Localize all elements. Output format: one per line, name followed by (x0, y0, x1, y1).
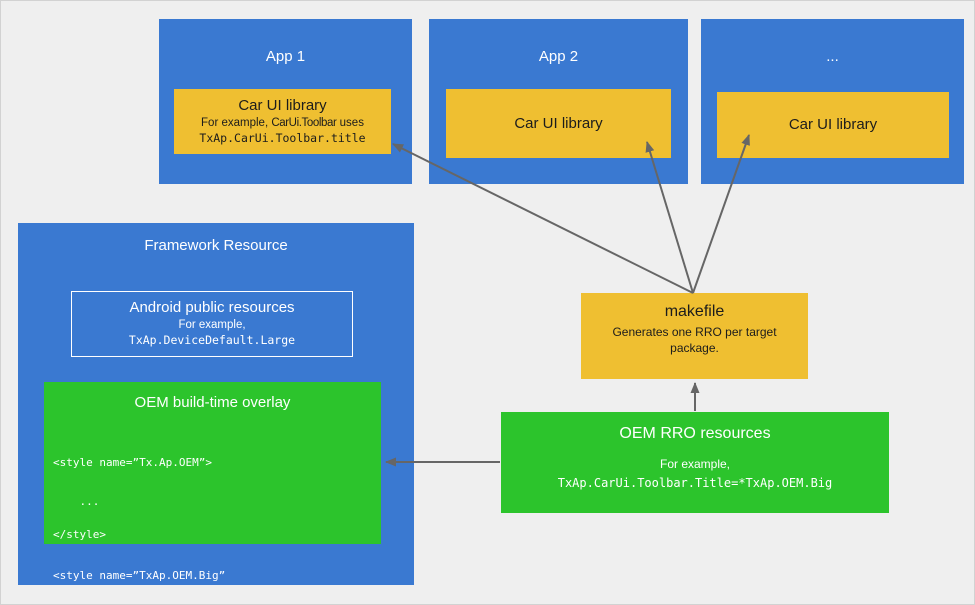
oem-rro-resources-box: OEM RRO resources For example, TxAp.CarU… (501, 412, 889, 513)
app1-title: App 1 (265, 48, 306, 65)
makefile-box: makefile Generates one RRO per target pa… (581, 293, 808, 379)
app1-box: App 1 Car UI library For example, CarUi.… (159, 19, 412, 184)
framework-resource-title: Framework Resource (144, 237, 288, 254)
code-line: parent=”TxAp.OEM”> (53, 603, 377, 604)
app-ellipsis-box: ... Car UI library (701, 19, 964, 184)
app-ellipsis-title: ... (826, 48, 839, 65)
code-line: <style name=”TxAp.OEM.Big” (53, 569, 226, 582)
oem-rro-resources-example-code: TxAp.CarUi.Toolbar.Title=*TxAp.OEM.Big (557, 476, 833, 490)
oem-rro-resources-example-label: For example, (659, 457, 731, 471)
app2-title: App 2 (538, 48, 579, 65)
android-public-resources-example-label: For example, (178, 319, 246, 331)
app2-car-ui-library-box: Car UI library (446, 89, 671, 158)
app1-car-ui-library-title: Car UI library (238, 97, 327, 114)
oem-build-time-overlay-box: OEM build-time overlay <style name=”Tx.A… (44, 382, 381, 604)
code-line: ... (53, 495, 100, 508)
framework-resource-box: Framework Resource Android public resour… (18, 223, 414, 604)
app2-box: App 2 Car UI library (429, 19, 688, 184)
app2-car-ui-library-title: Car UI library (514, 114, 603, 132)
app1-car-ui-library-box: Car UI library For example, CarUi.Toolba… (174, 89, 391, 154)
app-ellipsis-car-ui-library-title: Car UI library (788, 116, 878, 133)
oem-build-time-overlay-code: <style name=”Tx.Ap.OEM”> ... </style> <s… (53, 435, 377, 604)
makefile-subtitle: Generates one RRO per target package. (612, 325, 777, 355)
code-line: </style> (53, 528, 106, 541)
code-line: <style name=”Tx.Ap.OEM”> (53, 456, 212, 469)
android-public-resources-box: Android public resources For example, Tx… (71, 291, 353, 357)
makefile-title: makefile (664, 303, 725, 320)
oem-build-time-overlay-title: OEM build-time overlay (134, 394, 291, 411)
android-public-resources-example-code: TxAp.DeviceDefault.Large (128, 333, 296, 347)
app-ellipsis-car-ui-library-box: Car UI library (717, 92, 949, 158)
oem-rro-resources-title: OEM RRO resources (619, 425, 771, 442)
app1-car-ui-library-code: TxAp.CarUi.Toolbar.title (199, 131, 366, 145)
android-public-resources-title: Android public resources (129, 299, 295, 316)
app1-car-ui-library-example: For example, CarUi.Toolbar uses (201, 117, 364, 129)
